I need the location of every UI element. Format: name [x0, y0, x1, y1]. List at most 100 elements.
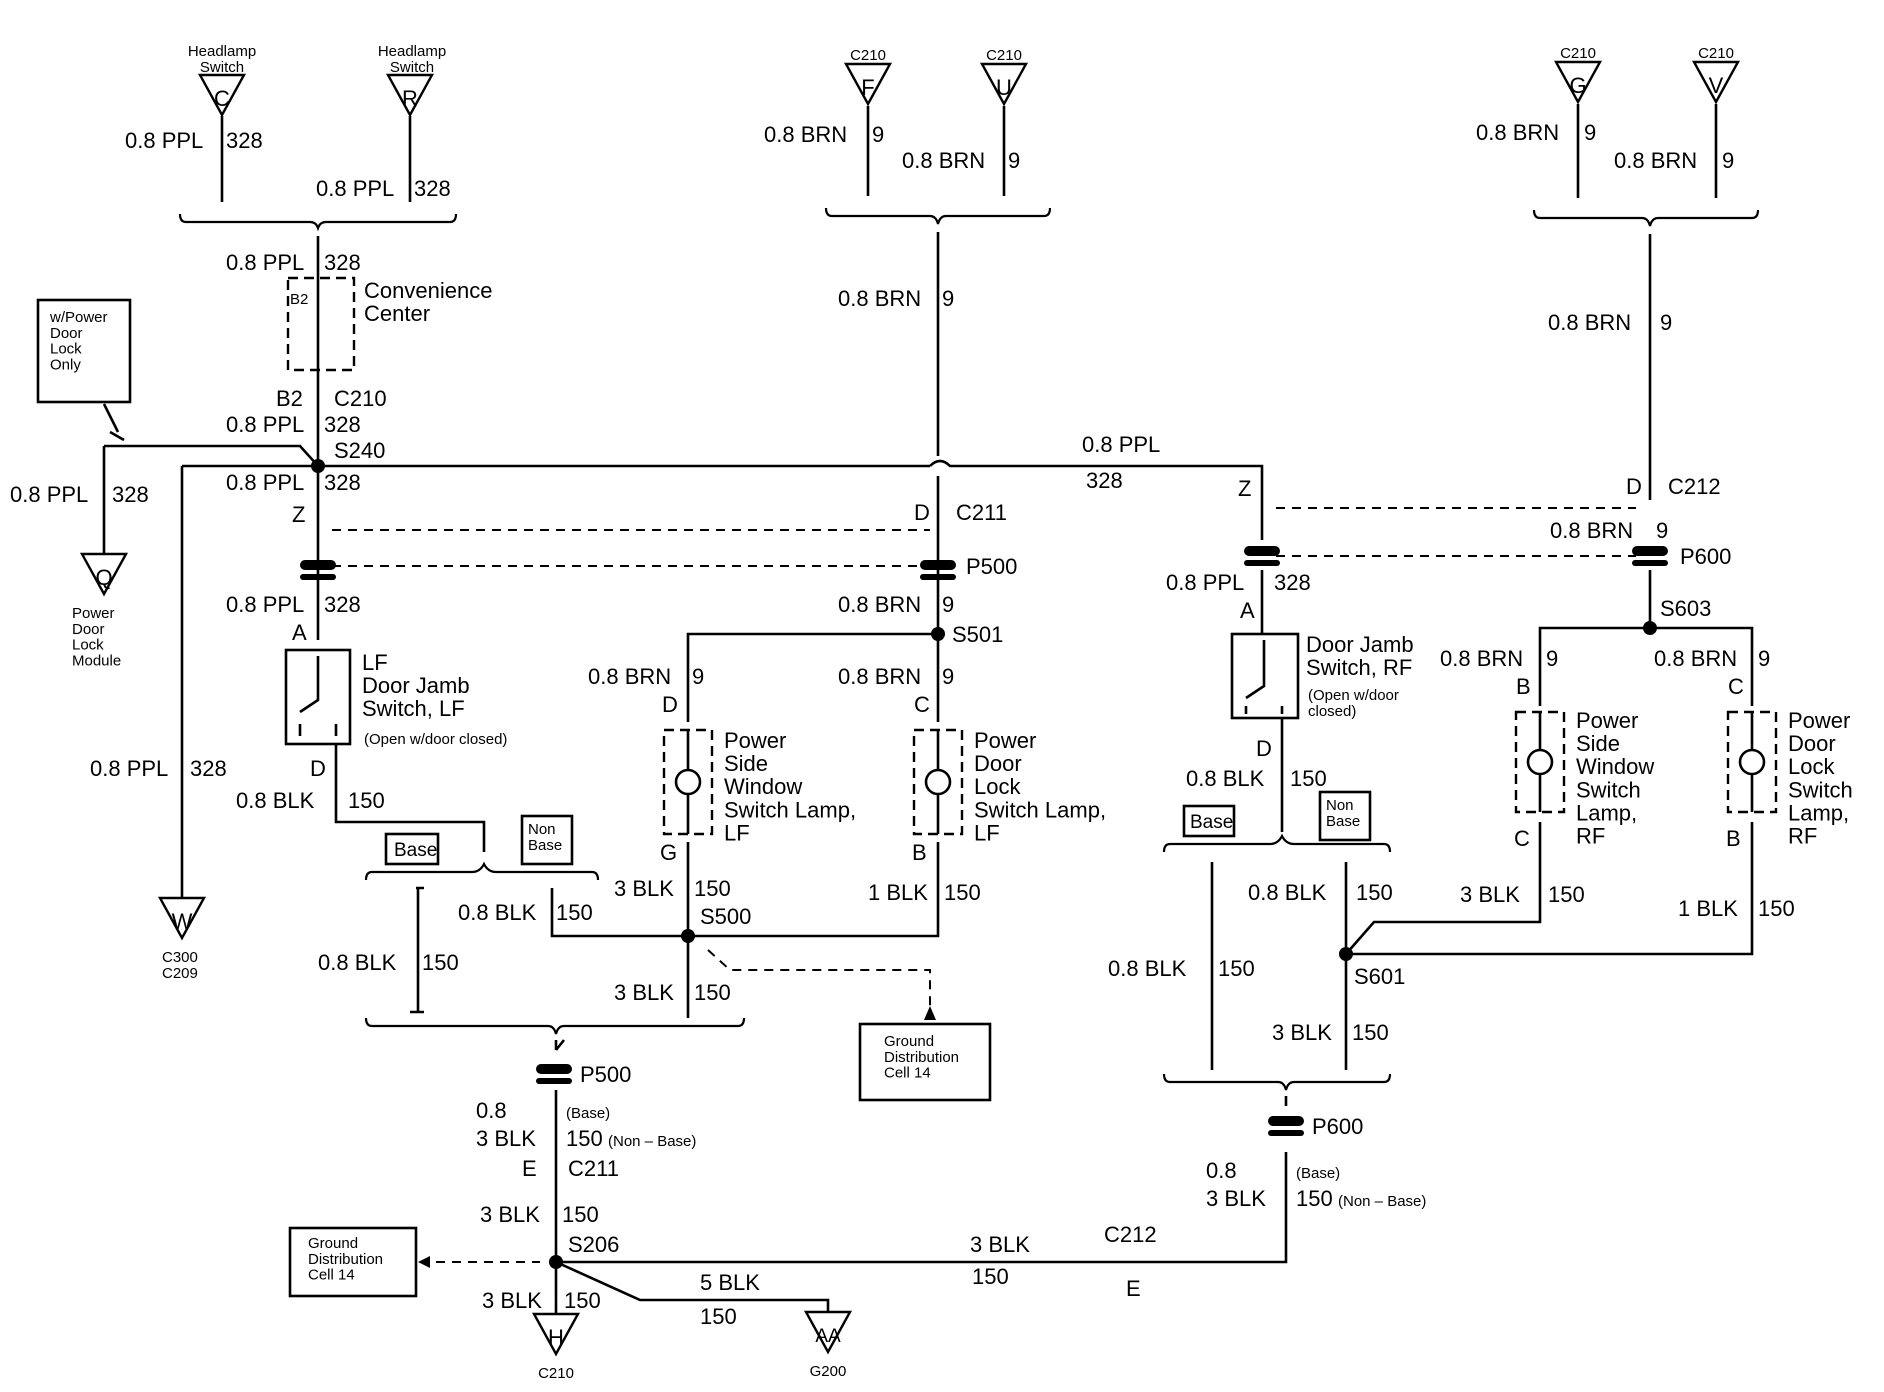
- connector-p600-left: [1244, 546, 1280, 556]
- pin-label: U: [996, 75, 1012, 100]
- wire-size: 0.8: [476, 1098, 507, 1123]
- bulb-icon: [1526, 748, 1554, 776]
- wire-color: 0.8 BRN: [588, 664, 671, 689]
- wire-color: 3 BLK: [614, 876, 674, 901]
- bulb-icon: [674, 768, 702, 796]
- pin-label: C: [1728, 674, 1744, 699]
- connector-label: C211: [956, 500, 1007, 525]
- connector-p600-2: [1632, 560, 1668, 566]
- wire-color: 3 BLK: [1460, 882, 1520, 907]
- circuit-number: 150: [1356, 880, 1393, 905]
- wire-color: 3 BLK: [482, 1288, 542, 1313]
- connector-p500-bottom-2: [536, 1078, 572, 1084]
- circuit-number: 150: [562, 1202, 599, 1227]
- splice-label: S240: [334, 438, 385, 463]
- connector-label: P500: [580, 1062, 631, 1087]
- wire-color: 0.8 BRN: [1654, 646, 1737, 671]
- wire-color: 0.8 BLK: [1248, 880, 1327, 905]
- circuit-number: 150: [422, 950, 459, 975]
- tag-nonbase-left: [520, 814, 574, 866]
- circuit-number: 9: [942, 286, 954, 311]
- pin-label: H: [548, 1325, 564, 1350]
- connector-p600: [1632, 546, 1668, 556]
- harness-brace: [1162, 1073, 1392, 1091]
- circuit-number: 150: [348, 788, 385, 813]
- connector-g200-aa: AA G200: [804, 1310, 852, 1380]
- pin-label: C: [914, 692, 930, 717]
- tag-nonbase-right: [1318, 790, 1372, 842]
- circuit-number: 9: [1758, 646, 1770, 671]
- wire-color: 0.8 BLK: [236, 788, 315, 813]
- circuit-number: 150: [1218, 956, 1255, 981]
- variant-note: (Non – Base): [608, 1133, 696, 1150]
- circuit-number: 9: [692, 664, 704, 689]
- pin-label: B: [912, 840, 927, 865]
- connector-caption: C210: [850, 47, 886, 64]
- wire-color: 0.8 BRN: [1550, 518, 1633, 543]
- circuit-number: 150: [694, 980, 731, 1005]
- connector-caption: G200: [810, 1363, 847, 1380]
- connector-c210-f: F C210: [844, 47, 892, 106]
- connector-c210-u: U C210: [980, 47, 1028, 106]
- circuit-number: 150: [564, 1288, 601, 1313]
- pin-label: D: [1256, 736, 1272, 761]
- circuit-number: 328: [414, 176, 451, 201]
- wire-color: 0.8 BRN: [838, 286, 921, 311]
- circuit-number: 150: [972, 1264, 1009, 1289]
- connector-label: C212: [1668, 474, 1721, 499]
- wire-color: 0.8 PPL: [316, 176, 394, 201]
- pin-label: A: [1240, 598, 1255, 623]
- variant-note: (Base): [566, 1105, 610, 1122]
- wire-color: 3 BLK: [1272, 1020, 1332, 1045]
- connector-label: C212: [1104, 1222, 1157, 1247]
- wire-color: 3 BLK: [476, 1126, 536, 1151]
- pin-label: R: [402, 86, 418, 111]
- splice-s500: [681, 929, 695, 943]
- circuit-number: 150: [694, 876, 731, 901]
- connector-p600-bottom: [1268, 1116, 1304, 1126]
- wire-color: 1 BLK: [868, 880, 928, 905]
- variant-note: (Base): [1296, 1165, 1340, 1182]
- connector-label: P600: [1312, 1114, 1363, 1139]
- circuit-number: 9: [942, 592, 954, 617]
- wire-color: 0.8 BRN: [764, 122, 847, 147]
- tag-base-left: [384, 832, 440, 866]
- harness-brace: [824, 207, 1052, 225]
- connector-label: C211: [568, 1156, 619, 1181]
- wire-size: 0.8: [1206, 1158, 1237, 1183]
- wire-color: 0.8 PPL: [90, 756, 168, 781]
- convenience-center-box: [286, 276, 356, 372]
- circuit-number: 9: [1660, 310, 1672, 335]
- circuit-number: 150: [1296, 1186, 1333, 1211]
- circuit-number: 9: [1584, 120, 1596, 145]
- pin-label: F: [861, 75, 874, 100]
- pin-label: B2: [290, 291, 308, 308]
- tag-base-text: Base: [1190, 812, 1233, 833]
- pin-label: A: [292, 620, 307, 645]
- connector-c210-v: V C210: [1692, 45, 1740, 104]
- pin-label: D: [662, 692, 678, 717]
- wire-color: 0.8 PPL: [10, 482, 88, 507]
- pin-label: B: [1516, 674, 1531, 699]
- circuit-number: 328: [1086, 468, 1123, 493]
- bulb-icon: [924, 768, 952, 796]
- wire-color: 0.8 BLK: [1108, 956, 1187, 981]
- splice-label: S206: [568, 1232, 619, 1257]
- circuit-number: 9: [1656, 518, 1668, 543]
- splice-label: S500: [700, 904, 751, 929]
- pin-label: Z: [1238, 476, 1251, 501]
- wire-color: 0.8 BRN: [1614, 148, 1697, 173]
- wire-color: 1 BLK: [1678, 896, 1738, 921]
- pin-label: C: [1514, 826, 1530, 851]
- variant-note: (Non – Base): [1338, 1193, 1426, 1210]
